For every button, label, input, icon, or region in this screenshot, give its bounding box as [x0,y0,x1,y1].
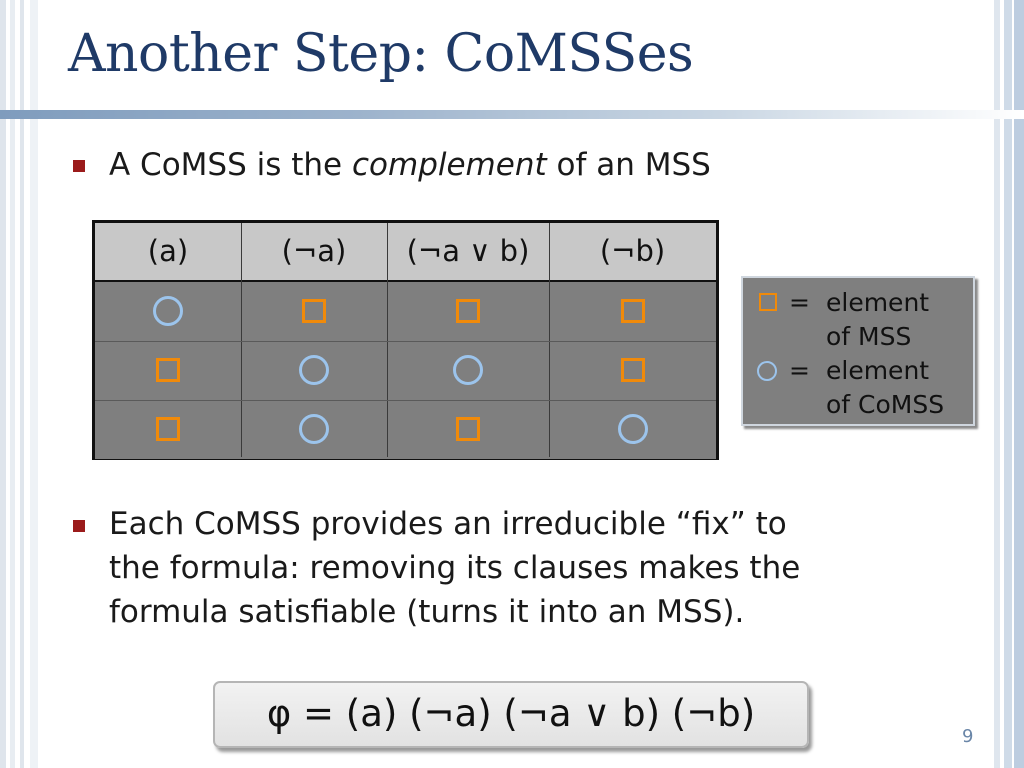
table-header-cell: (¬a) [281,234,347,268]
table-cell [241,341,387,400]
slide-title: Another Step: CoMSSes [68,24,694,84]
circle-symbol-icon [453,355,483,385]
table-cell [549,341,716,400]
table-cell [241,400,387,459]
square-symbol-icon [620,358,645,382]
square-symbol-icon [620,299,645,323]
table-cell [549,282,716,341]
table-header-cell: (¬a ∨ b) [406,234,530,268]
square-symbol-icon [456,417,480,441]
legend-equals: = [789,356,810,385]
square-symbol-icon [456,299,480,323]
title-divider [0,110,1024,119]
table-cell [387,341,549,400]
bullet-2-line: formula satisfiable (turns it into an MS… [109,594,745,630]
legend-box: = element of MSS = element of CoMSS [741,276,975,426]
square-symbol-icon [302,299,326,323]
bullet-1-emphasis: complement [351,147,547,183]
table-cell [387,282,549,341]
table-column-divider [241,223,242,457]
table-row [95,341,716,400]
square-symbol-icon [156,417,180,441]
table-column-divider [549,223,550,457]
bullet-text-2: Each CoMSS provides an irreducible “fix”… [109,502,800,634]
left-decorative-stripes [0,0,44,768]
table-cell [241,282,387,341]
legend-square-symbol [759,293,777,311]
legend-circle-symbol [757,361,777,381]
bullet-marker [73,520,85,532]
table-row [95,282,716,341]
bullet-marker [73,160,85,172]
legend-equals: = [789,288,810,317]
right-decorative-stripes [990,0,1024,768]
bullet-1-prefix: A CoMSS is the [109,147,352,183]
square-symbol-icon [156,358,180,382]
bullet-2-line: Each CoMSS provides an irreducible “fix”… [109,506,787,542]
page-number: 9 [962,726,974,747]
table-row-divider [95,341,716,342]
bullet-2-line: the formula: removing its clauses makes … [109,550,801,586]
legend-label-line: element [826,356,930,385]
table-header-row: (a) (¬a) (¬a ∨ b) (¬b) [95,223,716,282]
comss-table: (a) (¬a) (¬a ∨ b) (¬b) [92,220,719,460]
table-cell [95,341,241,400]
table-cell [387,400,549,459]
bullet-1-suffix: of an MSS [546,147,711,183]
table-header-cell: (a) [147,234,189,268]
circle-symbol-icon [617,414,648,444]
table-header-cell: (¬b) [599,234,666,268]
table-row-divider [95,400,716,401]
table-cell [549,400,716,459]
circle-symbol-icon [299,355,329,385]
bullet-text-1: A CoMSS is the complement of an MSS [109,143,711,187]
legend-label-line: element [826,288,930,317]
circle-symbol-icon [153,296,183,326]
circle-symbol-icon [299,414,329,444]
formula-box: φ = (a) (¬a) (¬a ∨ b) (¬b) [213,681,809,748]
legend-label-line: of MSS [826,322,912,351]
table-column-divider [387,223,388,457]
table-cell [95,282,241,341]
table-cell [95,400,241,459]
legend-label-line: of CoMSS [826,390,945,419]
table-row [95,400,716,459]
